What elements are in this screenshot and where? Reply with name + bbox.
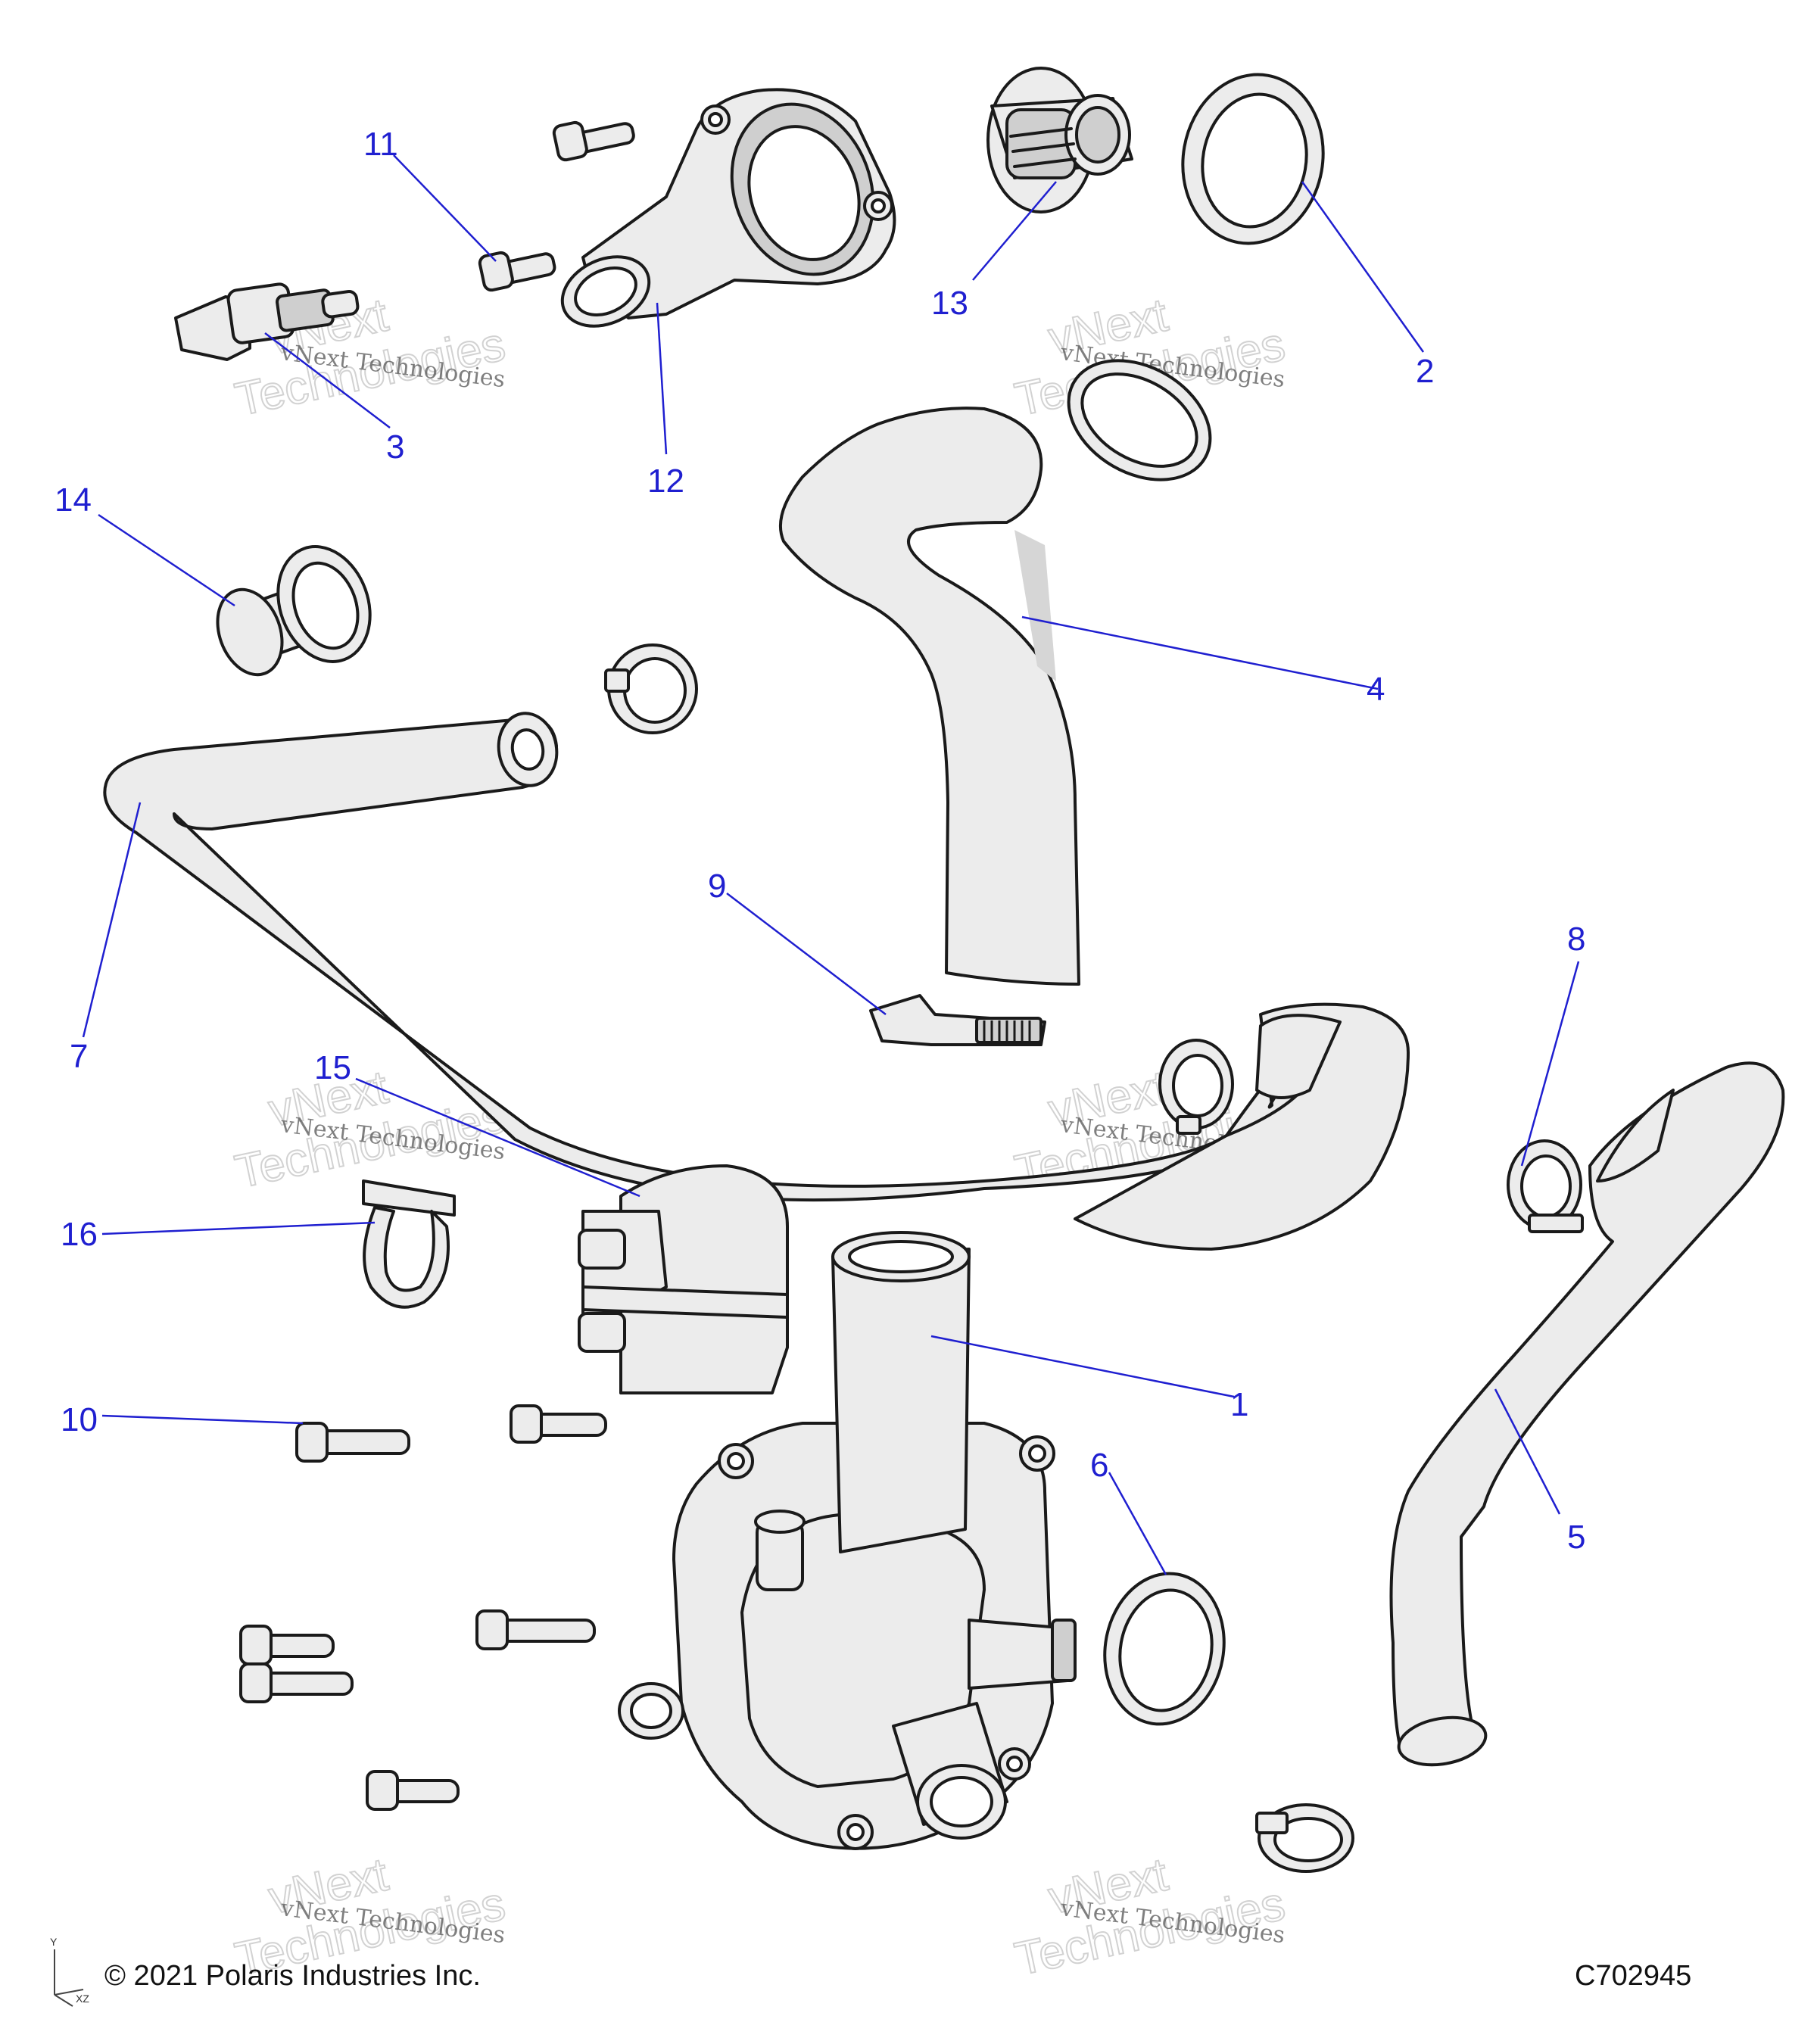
callout-15: 15 bbox=[314, 1049, 351, 1086]
worm-clamp-top bbox=[1067, 359, 1212, 481]
callout-4: 4 bbox=[1367, 671, 1385, 708]
pump-cover-15 bbox=[578, 1164, 789, 1394]
thermostat-housing-12 bbox=[560, 88, 896, 328]
hose-clamp-bottom bbox=[1255, 1803, 1354, 1873]
thermostat-13 bbox=[986, 67, 1133, 213]
hose-fitting-14 bbox=[216, 545, 372, 677]
axis-triad: Y XZ bbox=[50, 1936, 89, 2007]
callout-3: 3 bbox=[386, 428, 404, 466]
callout-16: 16 bbox=[61, 1216, 98, 1253]
bolt-pump-3 bbox=[239, 1625, 335, 1665]
hose-clamp-small bbox=[604, 643, 698, 734]
hose-4 bbox=[778, 407, 1080, 986]
bolt-11-upper bbox=[552, 120, 635, 162]
callout-1: 1 bbox=[1230, 1386, 1248, 1423]
o-ring-6 bbox=[1103, 1572, 1226, 1726]
callout-5: 5 bbox=[1567, 1519, 1585, 1556]
callout-13: 13 bbox=[931, 285, 968, 322]
bolt-pump-5 bbox=[366, 1770, 460, 1811]
axis-y-label: Y bbox=[50, 1936, 58, 1948]
callout-2: 2 bbox=[1416, 353, 1434, 390]
worm-clamp-9 bbox=[869, 994, 1046, 1046]
callout-labels: 11 12 13 2 3 14 4 9 8 7 15 16 1 10 6 5 bbox=[55, 126, 1585, 1556]
figure-code: C702945 bbox=[1575, 1960, 1691, 1992]
hose-clamp-8 bbox=[1507, 1139, 1584, 1233]
seal-ring-2 bbox=[1181, 73, 1325, 245]
hose-clamp-mid bbox=[1158, 1039, 1234, 1135]
callout-10: 10 bbox=[61, 1401, 98, 1438]
bolt-pump-1 bbox=[510, 1404, 607, 1444]
callout-12: 12 bbox=[647, 463, 684, 500]
bolt-pump-4 bbox=[239, 1662, 354, 1703]
axis-xz-label: XZ bbox=[76, 1993, 89, 2005]
hose-5 bbox=[1389, 1061, 1785, 1767]
callout-14: 14 bbox=[55, 481, 92, 519]
callout-6: 6 bbox=[1090, 1447, 1108, 1484]
water-pump-1 bbox=[618, 1231, 1077, 1850]
bolt-11 bbox=[478, 251, 556, 292]
callout-11: 11 bbox=[363, 126, 398, 163]
callout-9: 9 bbox=[708, 868, 726, 905]
bolt-10 bbox=[295, 1422, 410, 1463]
zip-tie-16 bbox=[362, 1179, 456, 1309]
callout-7: 7 bbox=[70, 1038, 88, 1075]
copyright-text: © 2021 Polaris Industries Inc. bbox=[104, 1960, 481, 1992]
callout-8: 8 bbox=[1567, 921, 1585, 958]
bolt-pump-2 bbox=[475, 1609, 596, 1650]
temp-sensor-3 bbox=[174, 282, 360, 361]
leader-lines bbox=[82, 154, 1580, 1575]
hose-7 bbox=[103, 712, 1410, 1251]
